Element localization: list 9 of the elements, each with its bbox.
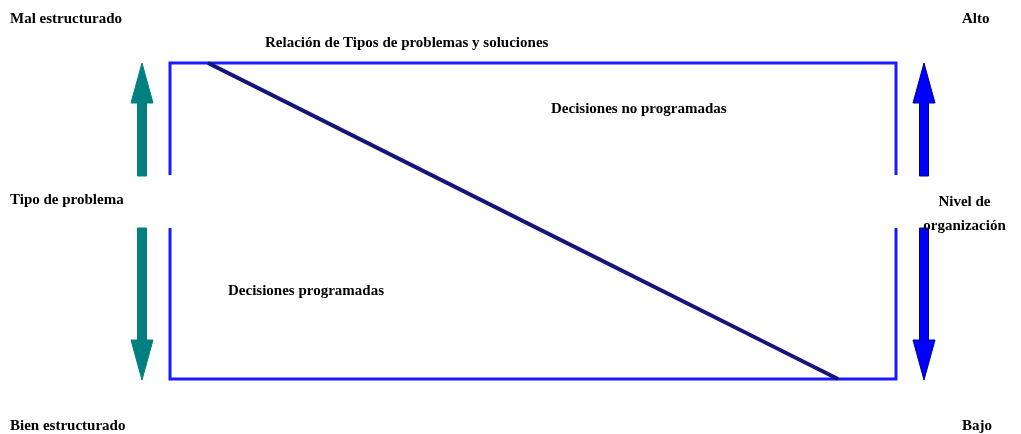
diagram-title: Relación de Tipos de problemas y soluciones [265,33,549,51]
axis-label: Tipo de problema [10,190,124,208]
axis-end-label: Alto [962,9,990,27]
axis-label: Nivel de organización [922,192,1007,235]
decision-label: Decisiones no programadas [551,99,727,117]
axis-end-label: Bajo [962,416,992,434]
axis-end-label: Bien estructurado [10,416,126,434]
axis-end-label: Mal estructurado [10,9,123,27]
decision-label: Decisiones programadas [228,281,384,299]
